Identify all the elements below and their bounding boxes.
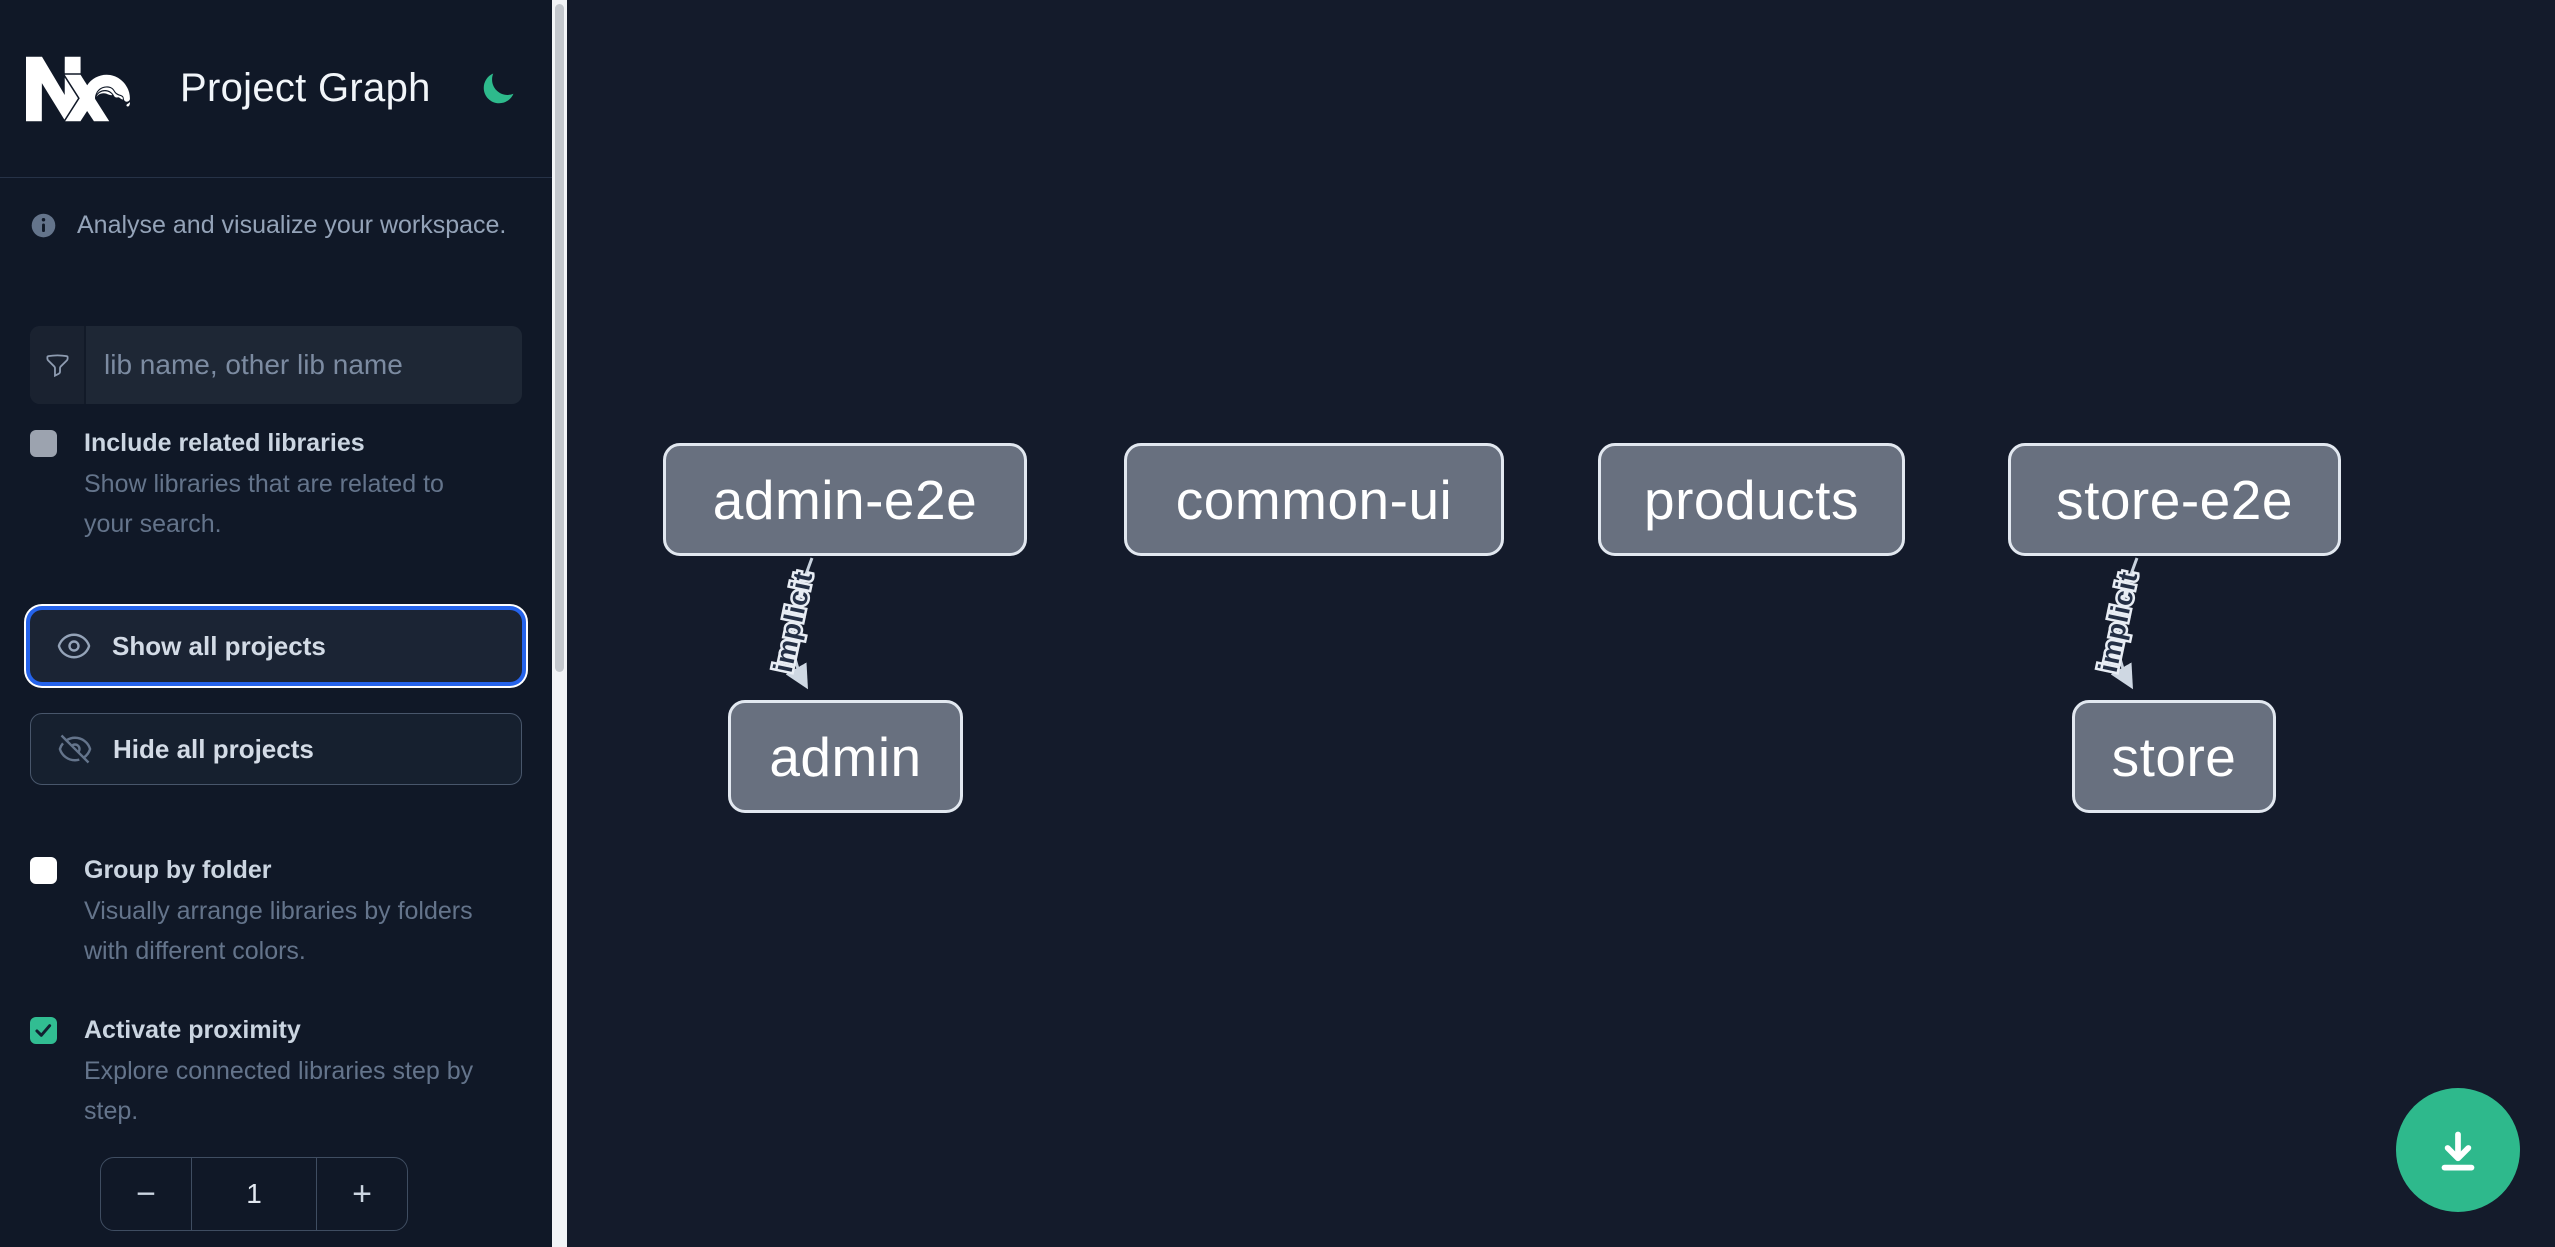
download-image-button[interactable] [2396, 1088, 2520, 1212]
tagline-row: Analyse and visualize your workspace. [30, 211, 522, 240]
graph-node-admin[interactable]: admin [728, 700, 963, 813]
option-description: Show libraries that are related to your … [84, 470, 444, 538]
nx-logo [26, 56, 130, 121]
include-related-checkbox[interactable] [30, 430, 57, 457]
hide-all-projects-button[interactable]: Hide all projects [30, 713, 522, 785]
activate-proximity-checkbox[interactable] [30, 1017, 57, 1044]
option-description: Explore connected libraries step by step… [84, 1057, 474, 1125]
option-description: Visually arrange libraries by folders wi… [84, 897, 473, 965]
graph-edges-layer: implicit implicit [765, 557, 2146, 690]
funnel-cell [30, 326, 86, 404]
button-label: Show all projects [112, 630, 326, 661]
search-box [30, 326, 522, 404]
decrement-button[interactable]: − [101, 1158, 192, 1230]
search-input[interactable] [86, 326, 522, 404]
stepper-value: 1 [246, 1178, 262, 1209]
edge-label-implicit: implicit [2093, 568, 2144, 675]
page-title: Project Graph [180, 66, 431, 110]
graph-node-common-ui[interactable]: common-ui [1124, 443, 1504, 556]
edge-admin-e2e-admin [785, 557, 814, 690]
tagline-text: Analyse and visualize your workspace. [77, 211, 507, 239]
sidebar-scrollbar[interactable] [552, 0, 567, 1247]
increment-button[interactable]: + [316, 1158, 407, 1230]
eye-slash-icon [58, 734, 92, 764]
button-label: Hide all projects [113, 733, 314, 764]
funnel-icon [45, 353, 69, 377]
option-include-related-libraries: Include related libraries Show libraries… [30, 428, 522, 544]
graph-node-store[interactable]: store [2072, 700, 2276, 813]
graph-canvas[interactable]: implicit implicit admin-e2e common-ui pr… [567, 0, 2555, 1247]
edge-label-implicit: implicit [768, 568, 819, 675]
show-all-projects-button[interactable]: Show all projects [30, 610, 522, 682]
moon-icon [483, 73, 514, 103]
graph-node-admin-e2e[interactable]: admin-e2e [663, 443, 1027, 556]
option-label: Include related libraries [84, 429, 365, 457]
group-by-folder-checkbox[interactable] [30, 857, 57, 884]
sidebar-header: Project Graph [0, 0, 552, 178]
scrollbar-thumb[interactable] [555, 4, 564, 672]
eye-icon [57, 633, 91, 659]
proximity-stepper: − 1 + [100, 1157, 408, 1231]
graph-node-store-e2e[interactable]: store-e2e [2008, 443, 2341, 556]
theme-toggle-button[interactable] [479, 70, 517, 108]
sidebar: Project Graph Analyse and visualize your… [0, 0, 567, 1247]
info-icon [31, 213, 56, 238]
option-label: Group by folder [84, 856, 272, 884]
edge-store-e2e-store [2110, 557, 2139, 690]
option-group-by-folder: Group by folder Visually arrange librari… [30, 855, 522, 971]
download-icon [2441, 1131, 2475, 1171]
checkmark-icon [35, 1024, 52, 1037]
option-activate-proximity: Activate proximity Explore connected lib… [30, 1015, 522, 1131]
option-label: Activate proximity [84, 1016, 301, 1044]
graph-node-products[interactable]: products [1598, 443, 1905, 556]
